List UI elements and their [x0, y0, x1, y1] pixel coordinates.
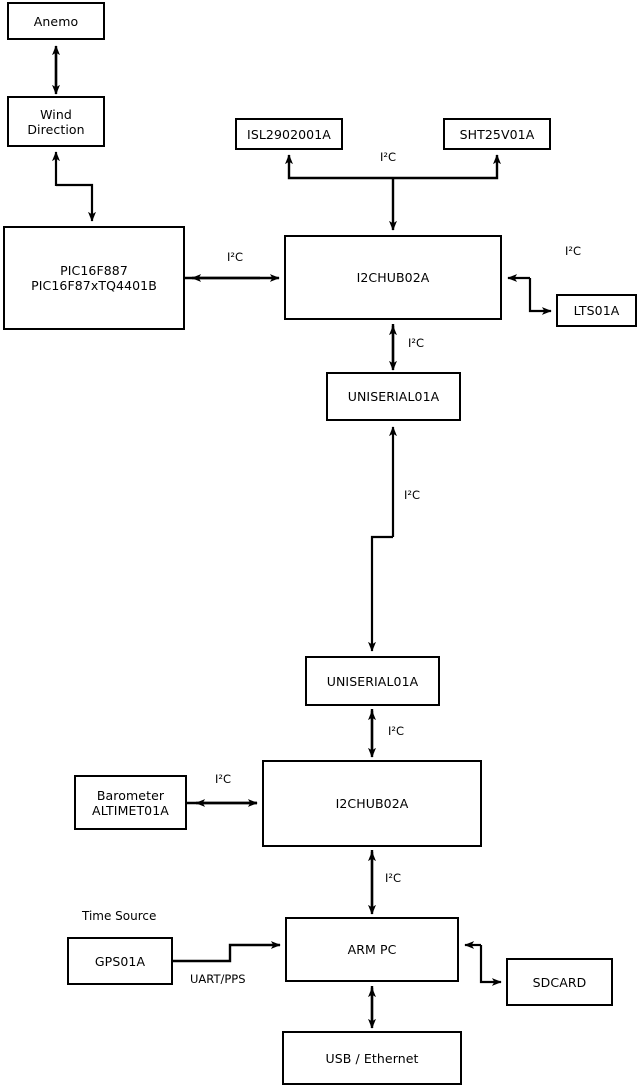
edge-label-i2c-hub-uniserial: I²C: [408, 336, 425, 350]
node-i2chub02a-bottom[interactable]: I2CHUB02A: [262, 760, 482, 847]
node-label: ISL2902001A: [247, 126, 331, 142]
edge-label-i2c-barometer: I²C: [215, 772, 232, 786]
edge-hub-top-bus: [285, 154, 501, 231]
node-isl2902001a[interactable]: ISL2902001A: [235, 118, 343, 150]
node-label: SHT25V01A: [459, 126, 535, 142]
node-label: I2CHUB02A: [335, 796, 409, 811]
edge-hub-top-lts: [507, 274, 552, 315]
node-label: ARM PC: [347, 942, 397, 957]
node-arm-pc[interactable]: ARM PC: [285, 917, 459, 982]
node-label: LTS01A: [573, 303, 620, 318]
node-wind-direction[interactable]: Wind Direction: [7, 96, 105, 147]
edge-label-i2c-lts: I²C: [565, 244, 582, 258]
node-label: USB / Ethernet: [325, 1050, 419, 1066]
node-label: Wind Direction: [27, 106, 85, 137]
node-gps01a[interactable]: GPS01A: [67, 937, 173, 985]
node-uniserial01a-top[interactable]: UNISERIAL01A: [326, 372, 461, 421]
edge-label-i2c-top-bus: I²C: [380, 150, 397, 164]
edge-label-uart-pps: UART/PPS: [190, 972, 246, 986]
node-uniserial01a-bottom[interactable]: UNISERIAL01A: [305, 656, 440, 706]
node-usb-ethernet[interactable]: USB / Ethernet: [282, 1031, 462, 1085]
node-label: I2CHUB02A: [356, 270, 430, 285]
node-anemo[interactable]: Anemo: [7, 2, 105, 40]
edge-gps-armpc: [173, 941, 281, 963]
node-label: Anemo: [33, 13, 79, 29]
node-pic16f887[interactable]: PIC16F887 PIC16F87xTQ4401B: [3, 226, 185, 330]
node-sht25v01a[interactable]: SHT25V01A: [443, 118, 551, 150]
edge-label-i2c-hub-armpc: I²C: [385, 871, 402, 885]
edge-label-i2c-uniserial-link: I²C: [404, 488, 421, 502]
edge-label-i2c-uniserial-hub2: I²C: [388, 724, 405, 738]
edge-uniserial-uniserial: [368, 426, 397, 652]
edge-armpc-sdcard: [464, 941, 502, 986]
node-label: UNISERIAL01A: [326, 673, 419, 689]
node-lts01a[interactable]: LTS01A: [556, 294, 637, 327]
label-time-source: Time Source: [82, 909, 157, 923]
node-label: PIC16F887 PIC16F87xTQ4401B: [31, 263, 157, 293]
node-label: Barometer ALTIMET01A: [92, 787, 169, 818]
node-label: SDCARD: [532, 974, 587, 990]
node-label: GPS01A: [94, 953, 146, 969]
node-sdcard[interactable]: SDCARD: [506, 958, 613, 1006]
edge-wind-pic: [52, 151, 96, 222]
edge-label-i2c-pic-hub: I²C: [227, 250, 244, 264]
node-label: UNISERIAL01A: [347, 389, 440, 404]
node-barometer-altimet01a[interactable]: Barometer ALTIMET01A: [74, 775, 187, 830]
node-i2chub02a-top[interactable]: I2CHUB02A: [284, 235, 502, 320]
